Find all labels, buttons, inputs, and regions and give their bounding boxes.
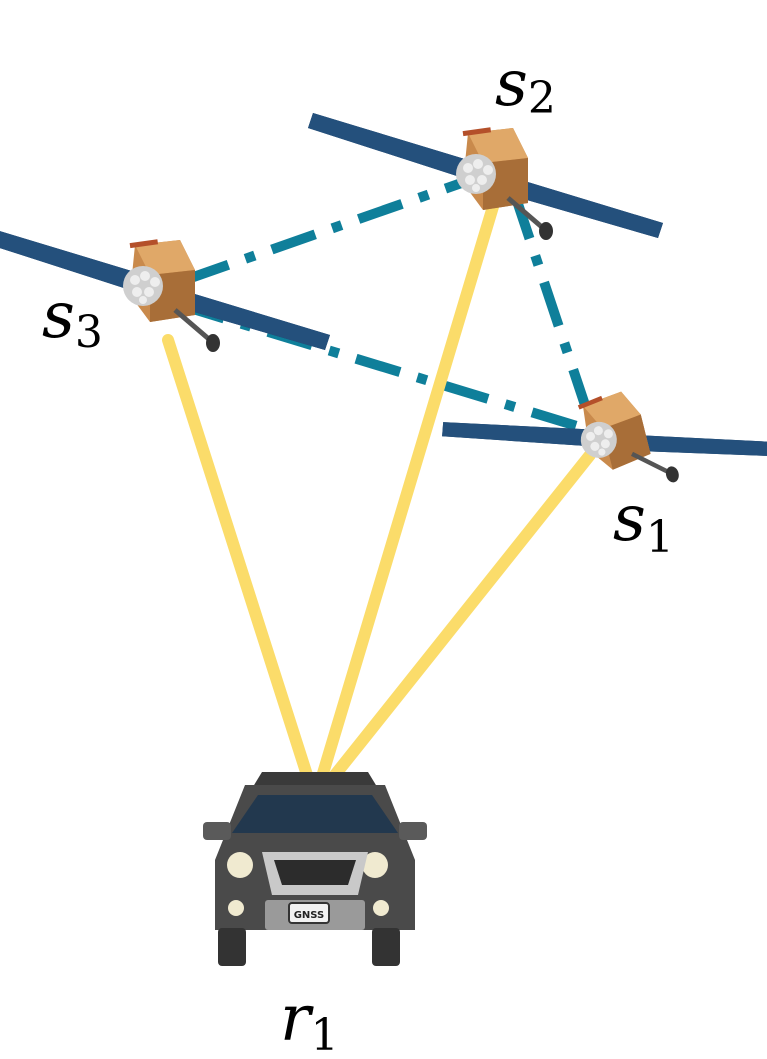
satellite-s1 bbox=[439, 346, 767, 534]
label-s3: s3 bbox=[42, 279, 103, 358]
crosslink-s3-s2 bbox=[183, 175, 472, 285]
license-plate bbox=[288, 902, 330, 924]
signal-ray-s1 bbox=[309, 449, 596, 806]
label-s2: s2 bbox=[495, 47, 556, 124]
signal-rays bbox=[162, 194, 596, 806]
license-plate-text: GNSS bbox=[294, 910, 325, 921]
car-receiver: GNSS bbox=[203, 772, 427, 966]
label-s1: s1 bbox=[613, 482, 674, 563]
crosslink-s2-s1 bbox=[510, 193, 590, 407]
signal-ray-s2 bbox=[309, 194, 501, 806]
signal-ray-s3 bbox=[162, 334, 321, 806]
satellite-icon bbox=[439, 346, 767, 534]
label-r1: r1 bbox=[280, 982, 339, 1059]
